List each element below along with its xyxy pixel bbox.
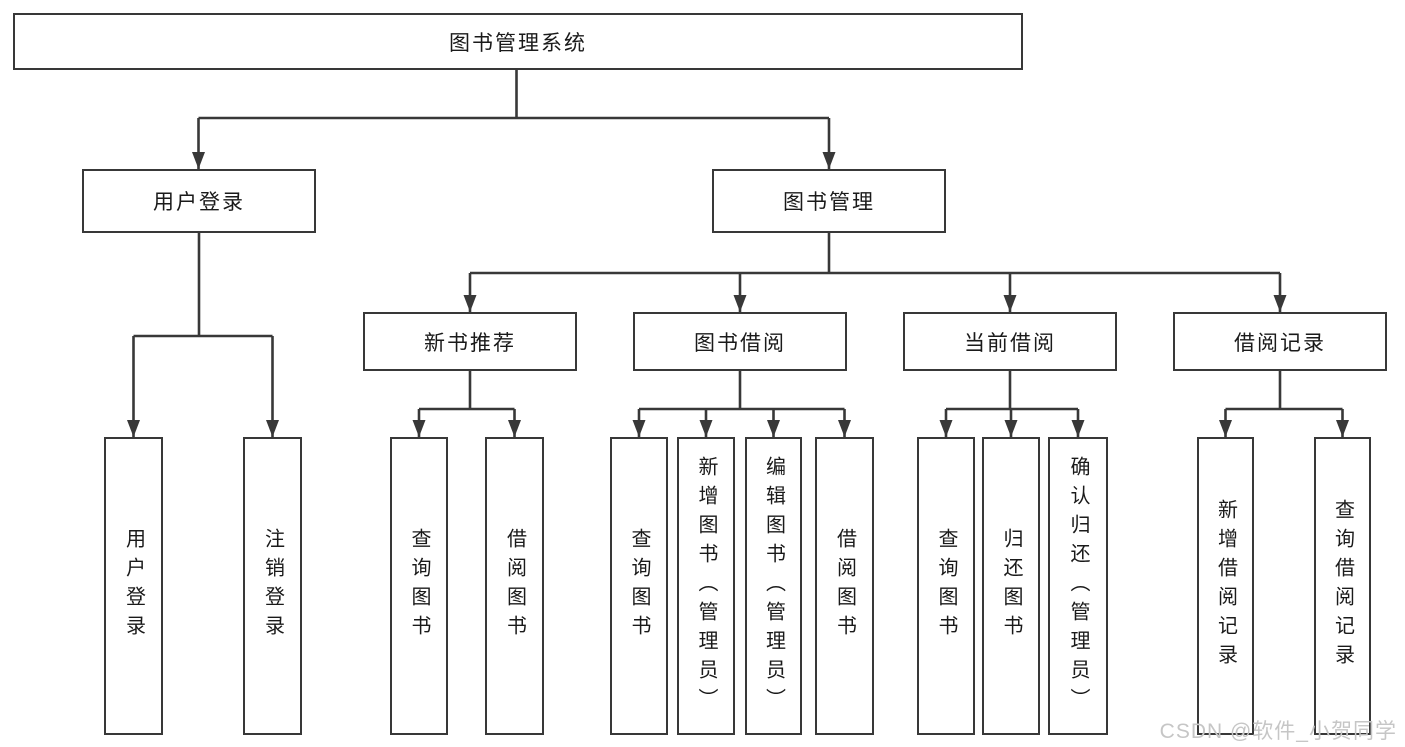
leaf-user-login: 用户登录 bbox=[104, 437, 163, 735]
leaf-borrow-books-1-label: 借阅图书 bbox=[503, 528, 526, 644]
leaf-borrow-books-2: 借阅图书 bbox=[815, 437, 874, 735]
leaf-user-login-label: 用户登录 bbox=[122, 528, 145, 644]
leaf-edit-book-admin: 编辑图书（管理员） bbox=[745, 437, 802, 735]
node-current-borrow: 当前借阅 bbox=[903, 312, 1117, 371]
node-book-management: 图书管理 bbox=[712, 169, 946, 233]
node-user-login: 用户登录 bbox=[82, 169, 316, 233]
node-user-login-label: 用户登录 bbox=[153, 191, 245, 214]
leaf-add-borrow-record: 新增借阅记录 bbox=[1197, 437, 1254, 735]
node-book-management-label: 图书管理 bbox=[783, 191, 875, 214]
node-book-borrow: 图书借阅 bbox=[633, 312, 847, 371]
leaf-add-book-admin: 新增图书（管理员） bbox=[677, 437, 735, 735]
node-borrow-records-label: 借阅记录 bbox=[1234, 331, 1326, 355]
node-current-borrow-label: 当前借阅 bbox=[964, 331, 1056, 355]
leaf-logout: 注销登录 bbox=[243, 437, 302, 735]
leaf-query-books-1-label: 查询图书 bbox=[408, 528, 430, 644]
leaf-add-borrow-record-label: 新增借阅记录 bbox=[1214, 499, 1237, 673]
node-borrow-records: 借阅记录 bbox=[1173, 312, 1387, 371]
leaf-confirm-return-admin-label: 确认归还（管理员） bbox=[1067, 455, 1089, 717]
node-root-label: 图书管理系统 bbox=[449, 31, 587, 55]
leaf-borrow-books-1: 借阅图书 bbox=[485, 437, 544, 735]
node-root: 图书管理系统 bbox=[13, 13, 1023, 70]
leaf-logout-label: 注销登录 bbox=[261, 528, 284, 644]
leaf-add-book-admin-label: 新增图书（管理员） bbox=[695, 455, 717, 717]
node-book-borrow-label: 图书借阅 bbox=[694, 331, 786, 355]
node-new-book-recommend: 新书推荐 bbox=[363, 312, 577, 371]
leaf-query-books-3-label: 查询图书 bbox=[935, 528, 957, 644]
leaf-confirm-return-admin: 确认归还（管理员） bbox=[1048, 437, 1108, 735]
leaf-query-borrow-record: 查询借阅记录 bbox=[1314, 437, 1371, 735]
leaf-query-books-1: 查询图书 bbox=[390, 437, 448, 735]
node-new-book-recommend-label: 新书推荐 bbox=[424, 331, 516, 355]
csdn-watermark: CSDN @软件_小贺同学 bbox=[1159, 720, 1397, 743]
leaf-query-borrow-record-label: 查询借阅记录 bbox=[1331, 499, 1354, 673]
leaf-query-books-2: 查询图书 bbox=[610, 437, 668, 735]
leaf-borrow-books-2-label: 借阅图书 bbox=[833, 528, 856, 644]
leaf-query-books-3: 查询图书 bbox=[917, 437, 975, 735]
leaf-return-book: 归还图书 bbox=[982, 437, 1040, 735]
leaf-return-book-label: 归还图书 bbox=[1000, 528, 1022, 644]
leaf-edit-book-admin-label: 编辑图书（管理员） bbox=[762, 455, 785, 717]
leaf-query-books-2-label: 查询图书 bbox=[628, 528, 650, 644]
